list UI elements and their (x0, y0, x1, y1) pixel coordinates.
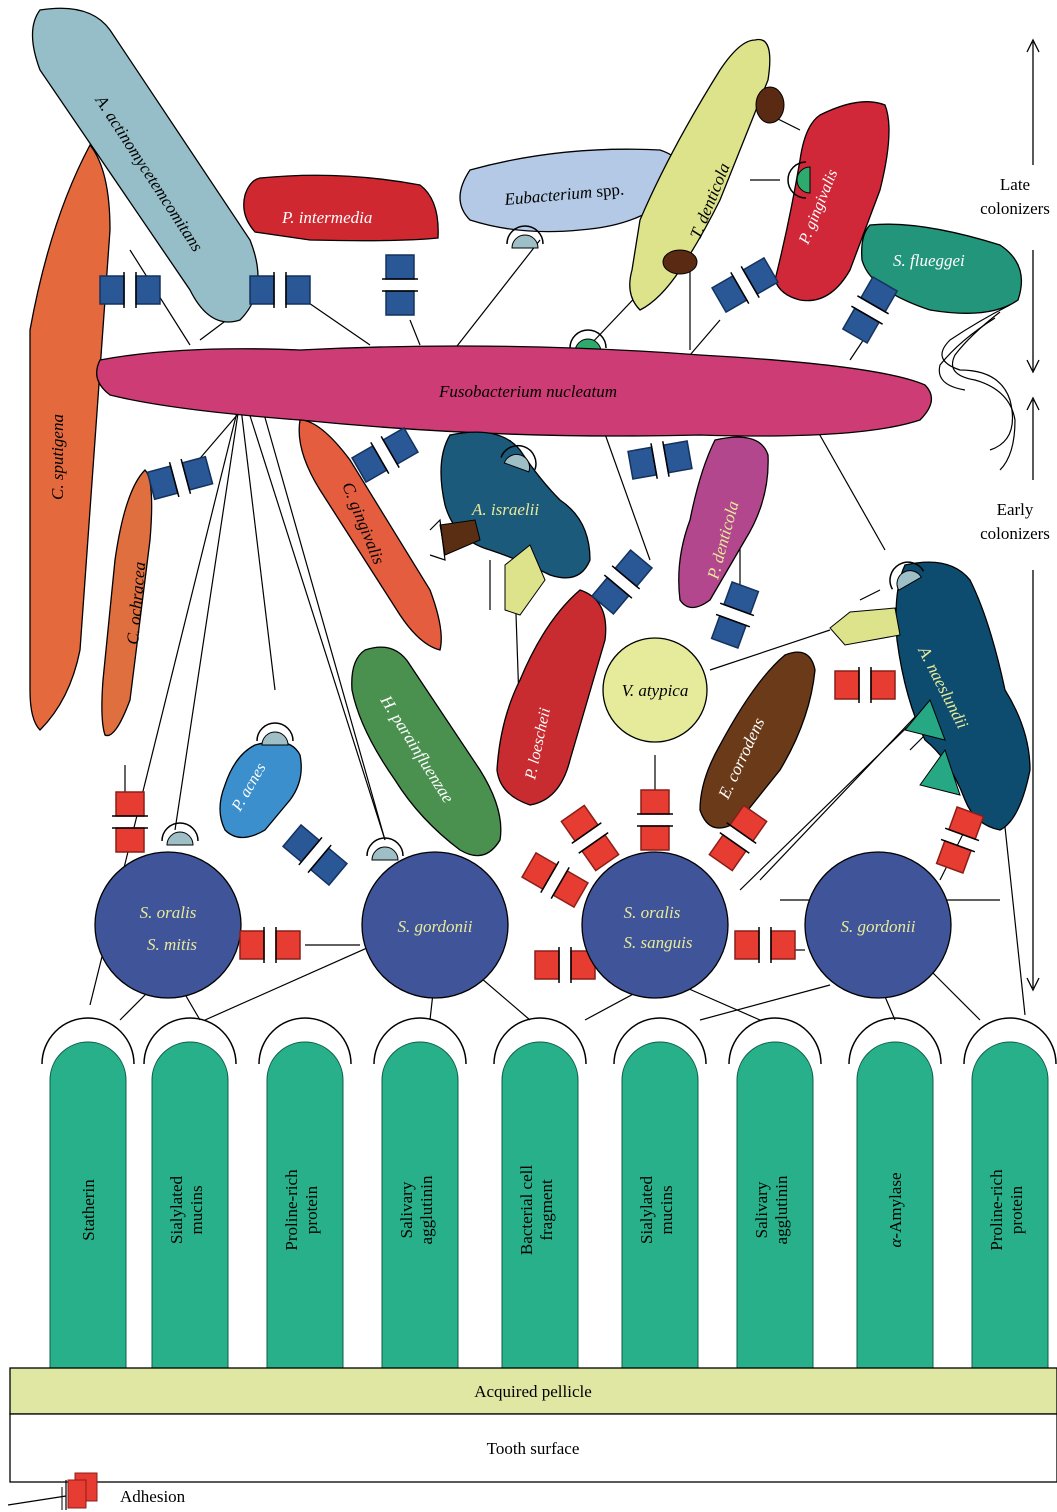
s-oralis-sanguis-cell (582, 852, 728, 998)
acquired-pellicle-label: Acquired pellicle (474, 1382, 592, 1401)
s-oralis-knob (162, 823, 198, 845)
s-gordonii-1-label: S. gordonii (398, 917, 473, 936)
receptor-8: α-Amylase (849, 1018, 941, 1368)
adhesin-c-ochracea-s-oralis (112, 792, 148, 852)
s-gordonii-knob (367, 838, 403, 860)
receptor-9: Proline-richprotein (964, 1018, 1056, 1368)
s-flueggei-flagella (939, 305, 1015, 470)
s-mitis-label: S. mitis (147, 935, 197, 954)
t-denticola-knob-bottom (663, 250, 697, 274)
p-acnes-knob (257, 723, 293, 745)
legend-adhesion-label: Adhesion (120, 1487, 186, 1506)
legend-adhesion-line (8, 1496, 66, 1505)
s-flueggei-label: S. flueggei (893, 251, 965, 270)
tooth-surface-label: Tooth surface (487, 1439, 580, 1458)
adhesin-p-acnes-s-gordonii (280, 822, 349, 888)
adhesin-h-para-s-oralis (520, 849, 590, 910)
v-atypica-label: V. atypica (622, 681, 689, 700)
receptor-label: Sialylatedmucins (637, 1176, 676, 1244)
s-oralis-1-label: S. oralis (140, 903, 197, 922)
adhesin-s-oralis-s-gordonii-right (735, 927, 795, 963)
adhesin-a-naeslundii-v-atypica (835, 667, 895, 703)
adhesin-v-atypica-s-oralis (637, 790, 673, 850)
adhesin-s-mitis-s-gordonii (240, 927, 300, 963)
receptor-1: Statherin (42, 1018, 134, 1368)
late-label-1: Late (1000, 175, 1030, 194)
receptor-5: Bacterial cellfragment (494, 1018, 586, 1368)
receptor-label: α-Amylase (886, 1172, 905, 1247)
legend-adhesion-block (68, 1480, 86, 1508)
c-sputigena-label: C. sputigena (48, 414, 67, 500)
adhesin-c-sputigena-a-actino (100, 272, 160, 308)
adhesin-p-denticola-fuso (627, 437, 692, 483)
adhesin-p-intermedia-fuso (382, 255, 418, 315)
adhesin-p-loescheii-s-oralis (558, 803, 622, 873)
receptor-label: Salivaryagglutinin (752, 1175, 791, 1244)
t-denticola-knob-top (756, 87, 784, 123)
receptor-label: Sialylatedmucins (167, 1176, 206, 1244)
fusobacterium-nucleatum-label: Fusobacterium nucleatum (438, 382, 617, 401)
adhesin-s-gordonii-s-oralis-left (535, 947, 595, 983)
s-oralis-2-label: S. oralis (624, 903, 681, 922)
receptor-7: Salivaryagglutinin (729, 1018, 821, 1368)
adhesin-a-actino-fuso (250, 272, 310, 308)
p-intermedia-label: P. intermedia (281, 208, 372, 227)
c-sputigena-cell (30, 145, 110, 730)
receptor-6: Sialylatedmucins (614, 1018, 706, 1368)
receptor-2: Sialylatedmucins (144, 1018, 236, 1368)
receptor-4: Salivaryagglutinin (374, 1018, 466, 1368)
s-sanguis-label: S. sanguis (624, 933, 693, 952)
p-loescheii-cell (497, 590, 606, 805)
early-label-1: Early (997, 500, 1034, 519)
receptor-label: Salivaryagglutinin (397, 1175, 436, 1244)
s-oralis-mitis-cell (95, 852, 241, 998)
late-label-2: colonizers (980, 199, 1050, 218)
a-israelii-label: A. israelii (471, 500, 539, 519)
a-israelii-brown-adhesin (440, 520, 480, 555)
s-gordonii-2-label: S. gordonii (841, 917, 916, 936)
receptor-label: Statherin (79, 1179, 98, 1241)
a-naeslundii-yellow-adhesin (830, 608, 900, 645)
receptor-3: Proline-richprotein (259, 1018, 351, 1368)
adhesin-c-ochracea-fuso (146, 453, 213, 503)
a-naeslundii-cell (896, 562, 1030, 830)
adhesin-p-gingivalis-fuso (710, 254, 780, 315)
receptor-row: Statherin Sialylatedmucins Proline-richpro… (42, 1018, 1056, 1368)
early-label-2: colonizers (980, 524, 1050, 543)
p-acnes-cell (220, 742, 301, 838)
